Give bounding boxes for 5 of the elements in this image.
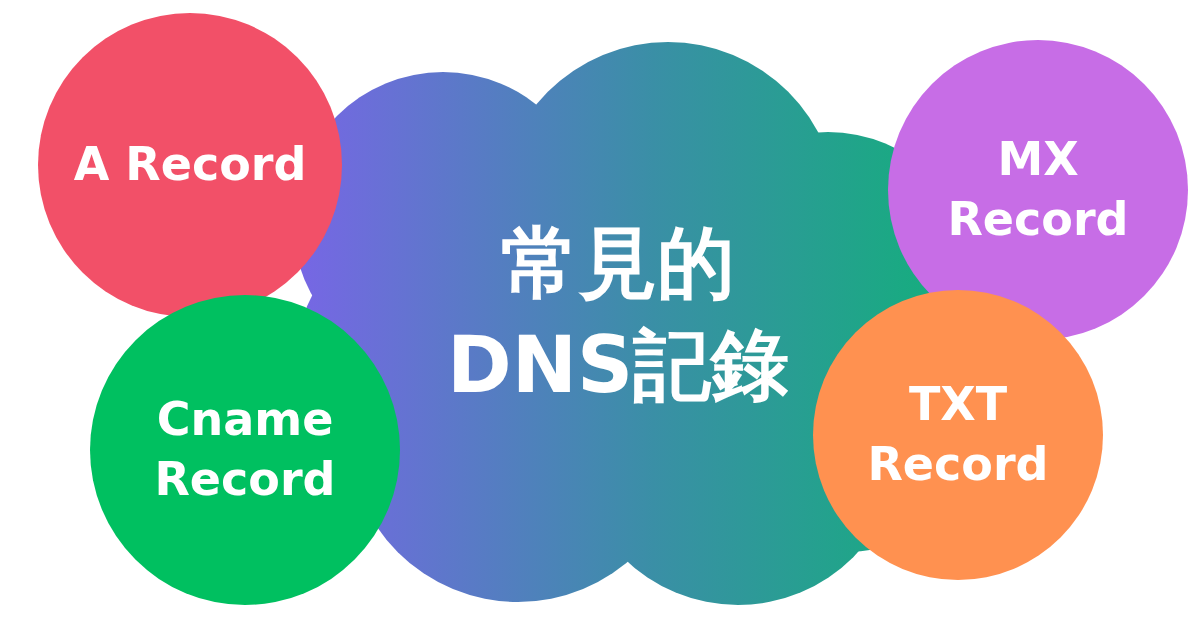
record-label: Cname Record bbox=[153, 391, 337, 508]
title-label: 常見的DNS記錄 bbox=[445, 217, 791, 412]
record-label: MX Record bbox=[946, 131, 1130, 248]
record-label: A Record bbox=[73, 136, 307, 194]
record-label: TXT Record bbox=[866, 376, 1050, 493]
